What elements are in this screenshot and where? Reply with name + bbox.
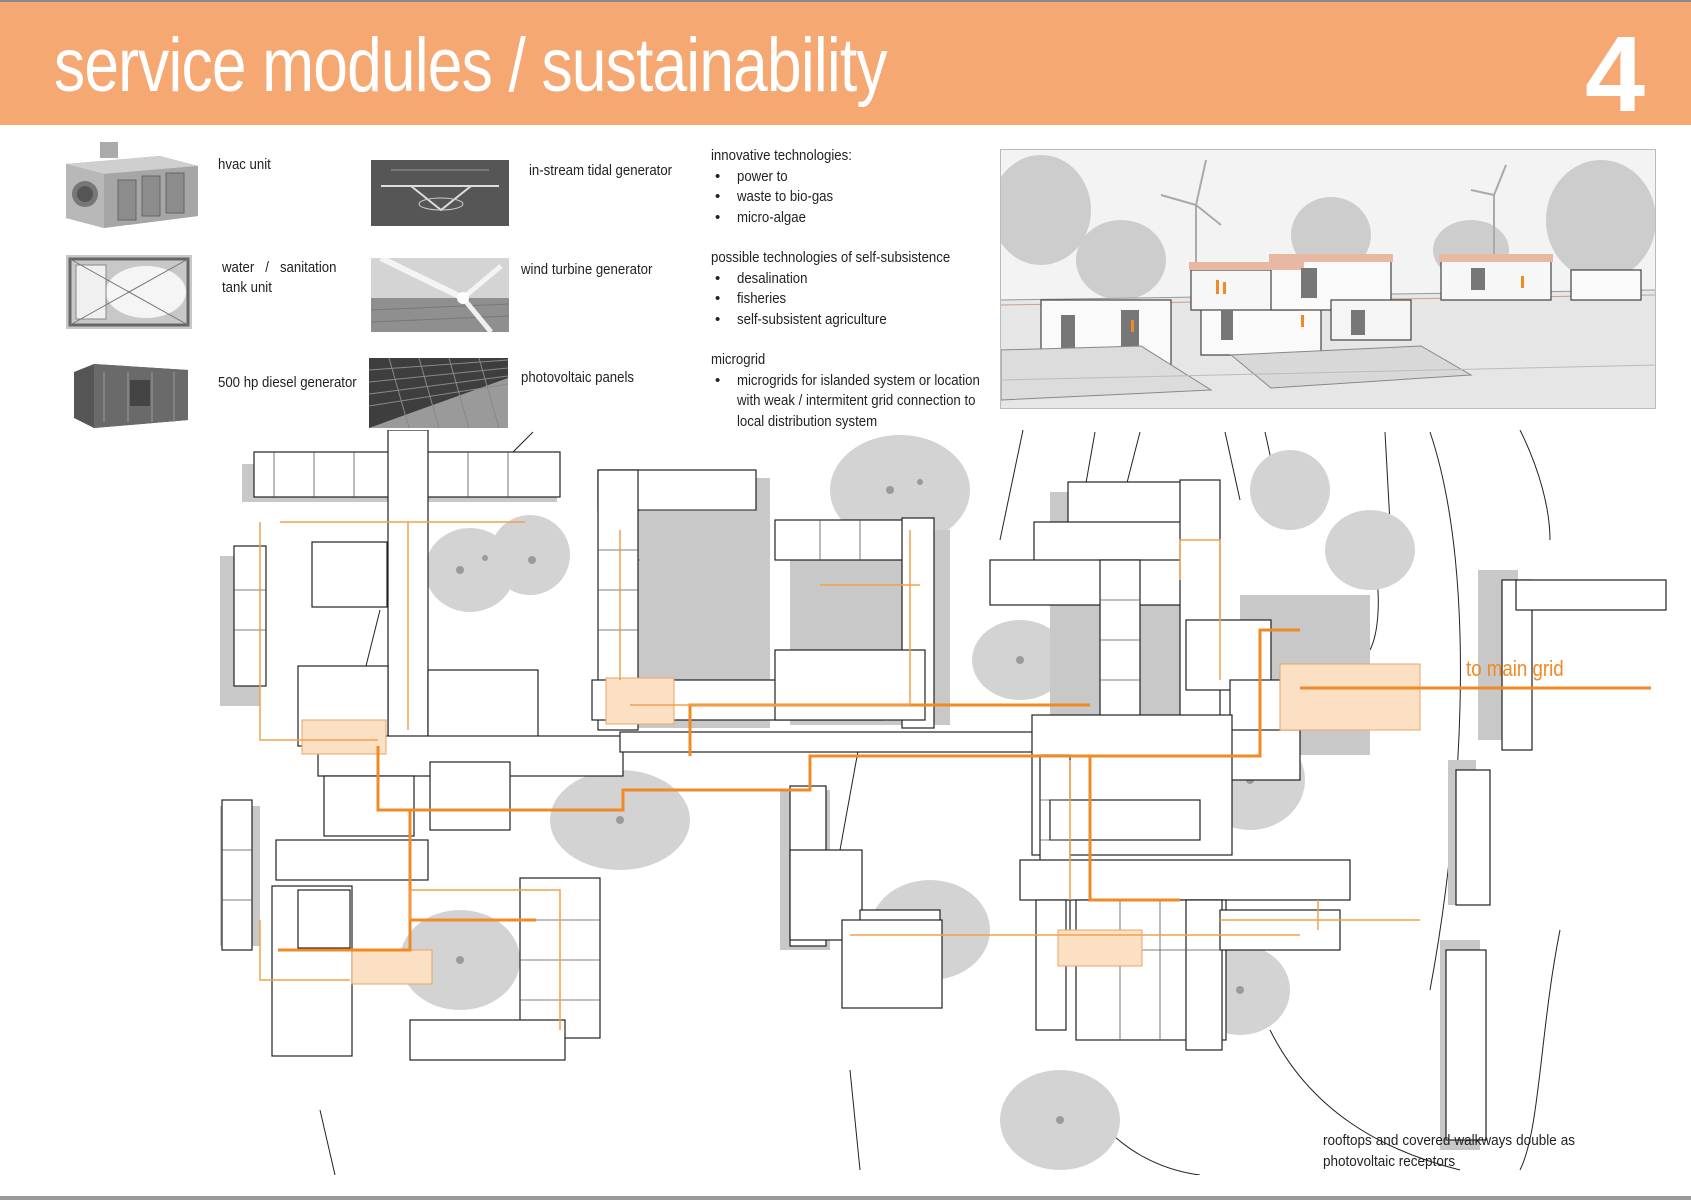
top-border	[0, 0, 1691, 2]
bottom-border	[0, 1196, 1691, 1200]
self-subsistence-heading: possible technologies of self-subsistenc…	[711, 249, 951, 266]
water-tank-label-line1: water / sanitation	[222, 259, 337, 276]
microgrid-item: microgrids for islanded system or locati…	[711, 371, 1011, 433]
innovative-item: power to	[711, 167, 1011, 188]
wind-turbine-label: wind turbine generator	[521, 261, 653, 278]
innovative-item: micro-algae	[711, 208, 1011, 229]
perspective-rendering	[1000, 149, 1656, 409]
water-tank-image	[66, 255, 192, 329]
wind-turbine-image	[371, 258, 509, 332]
microgrid-block: microgrid microgrids for islanded system…	[711, 350, 1011, 432]
site-plan	[220, 429, 1671, 1176]
hvac-unit-image	[60, 136, 200, 232]
water-tank-label-line2: tank unit	[222, 279, 272, 296]
diesel-generator-label: 500 hp diesel generator	[218, 374, 357, 391]
microgrid-heading: microgrid	[711, 351, 766, 368]
water-tank-label: water / sanitation tank unit	[222, 258, 336, 298]
innovative-technologies-heading: innovative technologies:	[711, 147, 852, 164]
technologies-list: innovative technologies: power to waste …	[711, 146, 1011, 452]
self-subsistence-item: fisheries	[711, 289, 1011, 310]
self-subsistence-item: desalination	[711, 269, 1011, 290]
hvac-unit-label: hvac unit	[218, 156, 271, 173]
photovoltaic-note: rooftops and covered walkways double as …	[1323, 1132, 1575, 1170]
tidal-generator-image	[371, 160, 509, 226]
innovative-technologies-block: innovative technologies: power to waste …	[711, 146, 1011, 228]
innovative-item: waste to bio-gas	[711, 187, 1011, 208]
title-banner: service modules / sustainability 4	[0, 2, 1691, 134]
page-title: service modules / sustainability	[54, 23, 888, 108]
page-number: 4	[1585, 13, 1646, 134]
photovoltaic-panels-image	[369, 358, 508, 428]
self-subsistence-item: self-subsistent agriculture	[711, 310, 1011, 331]
diesel-generator-image	[70, 360, 190, 430]
to-main-grid-label: to main grid	[1466, 656, 1564, 681]
photovoltaic-panels-label: photovoltaic panels	[521, 369, 635, 386]
tidal-generator-label: in-stream tidal generator	[529, 162, 673, 179]
self-subsistence-block: possible technologies of self-subsistenc…	[711, 248, 1011, 330]
